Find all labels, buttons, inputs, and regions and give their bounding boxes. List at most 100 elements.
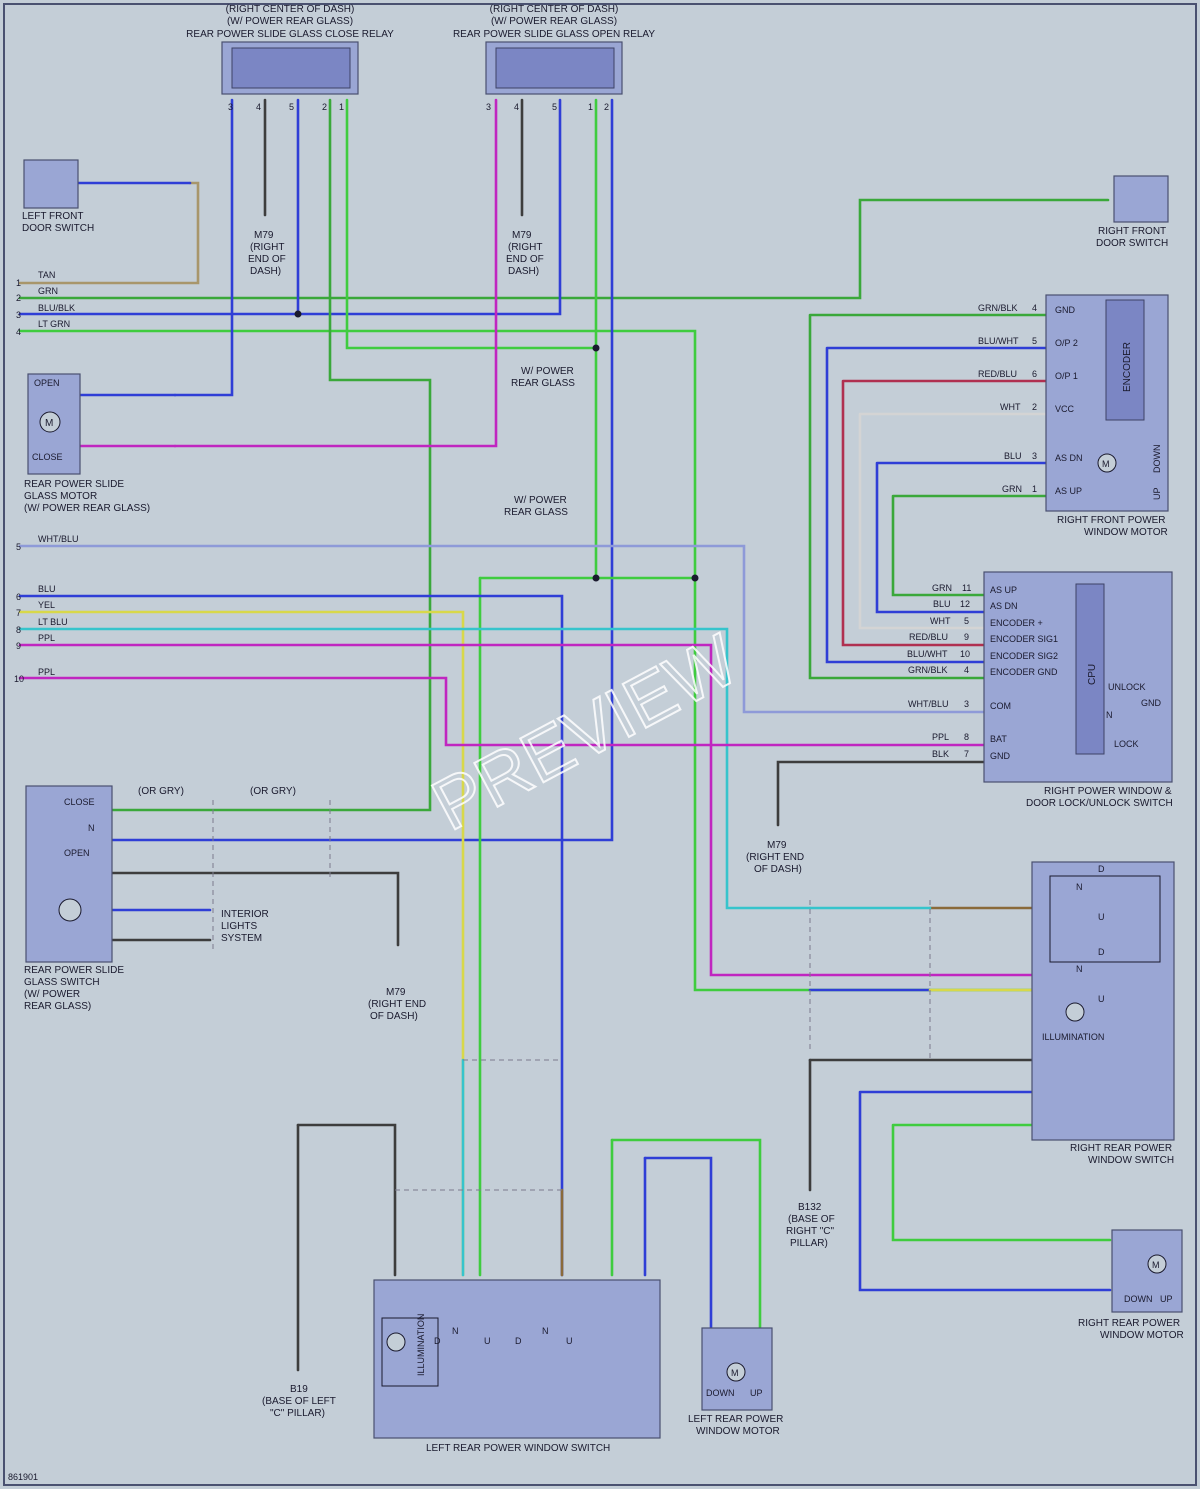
svg-text:GRN/BLK: GRN/BLK [908,665,948,675]
svg-text:RIGHT "C": RIGHT "C" [786,1226,834,1237]
svg-text:2: 2 [322,102,327,112]
svg-text:(RIGHT END: (RIGHT END [746,852,804,863]
svg-text:GND: GND [1141,698,1162,708]
svg-text:D: D [515,1336,522,1346]
svg-text:M79: M79 [767,840,787,851]
svg-text:6: 6 [1032,369,1037,379]
svg-text:ENCODER SIG2: ENCODER SIG2 [990,651,1058,661]
svg-text:REAR POWER SLIDE GLASS CLOSE R: REAR POWER SLIDE GLASS CLOSE RELAY [186,29,394,40]
svg-text:WHT: WHT [1000,402,1021,412]
svg-text:M: M [1152,1260,1160,1270]
svg-text:4: 4 [1032,303,1037,313]
svg-text:5: 5 [1032,336,1037,346]
wire-ltgrn-lrm [610,1138,762,1332]
svg-text:N: N [1076,964,1083,974]
svg-text:LOCK: LOCK [1114,739,1139,749]
wire-blu-blk [18,98,562,316]
svg-text:PPL: PPL [38,633,55,643]
junction-dots [294,310,699,582]
svg-text:RED/BLU: RED/BLU [978,369,1017,379]
svg-text:N: N [1076,882,1083,892]
svg-text:ENCODER +: ENCODER + [990,618,1043,628]
svg-text:3: 3 [964,699,969,709]
wire-grn-rfds [18,198,1110,300]
svg-text:DOWN: DOWN [1152,445,1162,474]
svg-text:AS UP: AS UP [1055,486,1082,496]
wire-ppl-10 [18,676,1036,747]
svg-text:GRN: GRN [38,286,58,296]
svg-text:B19: B19 [290,1384,308,1395]
svg-text:UP: UP [750,1388,763,1398]
svg-text:TAN: TAN [38,270,55,280]
slide-glass-motor: M OPEN CLOSE REAR POWER SLIDE GLASS MOTO… [24,373,150,514]
svg-text:AS DN: AS DN [1055,453,1083,463]
svg-text:PPL: PPL [38,667,55,677]
svg-text:LT GRN: LT GRN [38,319,70,329]
svg-text:YEL: YEL [38,600,55,610]
svg-text:GLASS SWITCH: GLASS SWITCH [24,977,100,988]
wire-red-blu [841,379,1048,647]
wire-ltgrn-4 [18,329,1034,992]
svg-text:BLU/BLK: BLU/BLK [38,303,75,313]
svg-text:U: U [566,1336,573,1346]
svg-text:11: 11 [962,583,971,593]
svg-text:PPL: PPL [932,732,949,742]
svg-text:5: 5 [16,542,21,552]
svg-text:ENCODER: ENCODER [1122,342,1133,392]
notes: W/ POWER REAR GLASS W/ POWER REAR GLASS … [138,366,575,797]
svg-text:LIGHTS: LIGHTS [221,921,257,932]
svg-text:M79: M79 [512,230,532,241]
svg-text:RIGHT FRONT: RIGHT FRONT [1098,226,1166,237]
rp-window-door-switch: CPU UNLOCK GND N LOCK RIGHT POWER WINDOW… [907,571,1173,809]
wire-wht-blu [18,544,1036,714]
ground-m79-c: M79 (RIGHT END OF DASH) [746,840,804,875]
svg-text:OF DASH): OF DASH) [754,864,802,875]
svg-text:(RIGHT CENTER OF DASH): (RIGHT CENTER OF DASH) [490,4,619,15]
svg-text:12: 12 [960,599,970,609]
svg-text:UP: UP [1160,1294,1173,1304]
svg-text:U: U [1098,912,1105,922]
svg-text:AS DN: AS DN [990,601,1018,611]
svg-text:REAR GLASS: REAR GLASS [511,378,575,389]
svg-text:(W/ POWER: (W/ POWER [24,989,80,1000]
wire-grn-blk [808,313,1048,680]
ground-b19: B19 (BASE OF LEFT "C" PILLAR) [262,1384,336,1419]
figure-id: 861901 [8,1472,38,1482]
svg-text:O/P 2: O/P 2 [1055,338,1078,348]
svg-text:BLU/WHT: BLU/WHT [978,336,1019,346]
preview-watermark: PREVIEW [420,620,751,847]
wire-yel-7 [18,610,465,1277]
wire-ss-blk [110,871,400,947]
left-front-door-switch: LEFT FRONT DOOR SWITCH [22,159,94,234]
svg-text:LEFT REAR POWER WINDOW SWITCH: LEFT REAR POWER WINDOW SWITCH [426,1443,610,1454]
connector-dashes [212,800,931,1191]
rr-window-motor: M DOWN UP RIGHT REAR POWER WINDOW MOTOR [1078,1229,1184,1341]
svg-text:REAR GLASS): REAR GLASS) [24,1001,91,1012]
svg-text:REAR POWER SLIDE: REAR POWER SLIDE [24,965,124,976]
ground-b132: B132 (BASE OF RIGHT "C" PILLAR) [786,1202,835,1249]
svg-text:1: 1 [339,102,344,112]
svg-text:W/ POWER: W/ POWER [514,495,567,506]
svg-text:REAR POWER SLIDE GLASS OPEN RE: REAR POWER SLIDE GLASS OPEN RELAY [453,29,655,40]
svg-text:O/P 1: O/P 1 [1055,371,1078,381]
rf-window-motor: ENCODER M DOWN UP RIGHT FRONT POWER WIND… [978,294,1169,538]
svg-text:DOWN: DOWN [1124,1294,1153,1304]
svg-text:(W/ POWER REAR GLASS): (W/ POWER REAR GLASS) [491,16,617,27]
svg-text:GRN: GRN [1002,484,1022,494]
svg-text:6: 6 [16,592,21,602]
svg-text:BAT: BAT [990,734,1007,744]
svg-text:D: D [1098,947,1105,957]
ground-m79-b: M79 (RIGHT END OF DASH) [506,230,544,277]
svg-text:DOOR LOCK/UNLOCK SWITCH: DOOR LOCK/UNLOCK SWITCH [1026,798,1173,809]
svg-text:10: 10 [14,674,24,684]
wire-blk-ppl [173,98,498,448]
svg-text:GND: GND [1055,305,1076,315]
svg-text:D: D [1098,864,1105,874]
svg-text:(RIGHT END: (RIGHT END [368,999,426,1010]
wire-blu-asdn [875,461,1048,614]
svg-text:7: 7 [964,749,969,759]
svg-text:WINDOW MOTOR: WINDOW MOTOR [1084,527,1168,538]
svg-text:GRN/BLK: GRN/BLK [978,303,1018,313]
svg-text:DASH): DASH) [250,266,281,277]
